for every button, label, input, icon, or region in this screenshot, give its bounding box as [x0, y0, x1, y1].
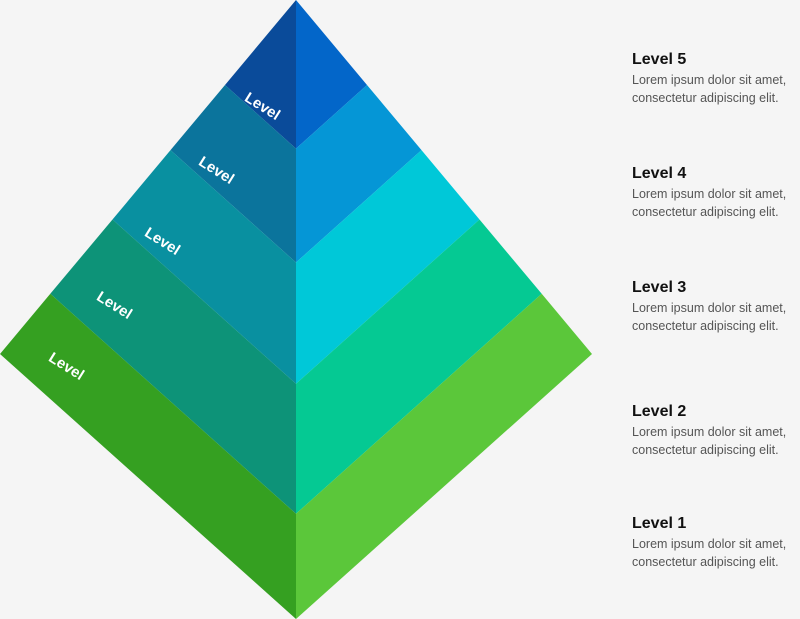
level-1-left-face — [0, 293, 296, 619]
level-2-right-face — [296, 219, 542, 514]
level-5-left-face — [225, 0, 296, 149]
level-3-left-face — [112, 150, 296, 384]
level-1-desc-line-1: Lorem ipsum dolor sit amet, — [632, 537, 787, 551]
level-5-title: Level 5 — [632, 51, 687, 68]
level-3-right-face — [296, 150, 480, 384]
level-1-title: Level 1 — [632, 515, 687, 532]
level-1-description: Level 1 Lorem ipsum dolor sit amet, cons… — [632, 514, 800, 570]
level-4-left-face — [170, 85, 296, 263]
level-2-title: Level 2 — [632, 403, 687, 420]
level-4-title: Level 4 — [632, 165, 687, 182]
level-3-title: Level 3 — [632, 279, 687, 296]
level-5-desc-line-1: Lorem ipsum dolor sit amet, — [632, 73, 787, 87]
level-5-right-face — [296, 0, 367, 149]
level-4-description: Level 4 Lorem ipsum dolor sit amet, cons… — [632, 164, 800, 220]
level-3-desc-line-2: consectetur adipiscing elit. — [632, 319, 779, 333]
level-4-desc-line-1: Lorem ipsum dolor sit amet, — [632, 187, 787, 201]
level-4-desc-line-2: consectetur adipiscing elit. — [632, 205, 779, 219]
level-1-right-face — [296, 293, 592, 619]
level-2-description: Level 2 Lorem ipsum dolor sit amet, cons… — [632, 402, 800, 458]
level-3-desc-line-1: Lorem ipsum dolor sit amet, — [632, 301, 787, 315]
level-3-description: Level 3 Lorem ipsum dolor sit amet, cons… — [632, 278, 800, 334]
level-2-desc-line-2: consectetur adipiscing elit. — [632, 443, 779, 457]
level-5-description: Level 5 Lorem ipsum dolor sit amet, cons… — [632, 50, 800, 106]
level-1-desc-line-2: consectetur adipiscing elit. — [632, 555, 779, 569]
level-4-right-face — [296, 85, 422, 263]
level-5-desc-line-2: consectetur adipiscing elit. — [632, 91, 779, 105]
level-2-desc-line-1: Lorem ipsum dolor sit amet, — [632, 425, 787, 439]
level-2-left-face — [50, 219, 296, 514]
